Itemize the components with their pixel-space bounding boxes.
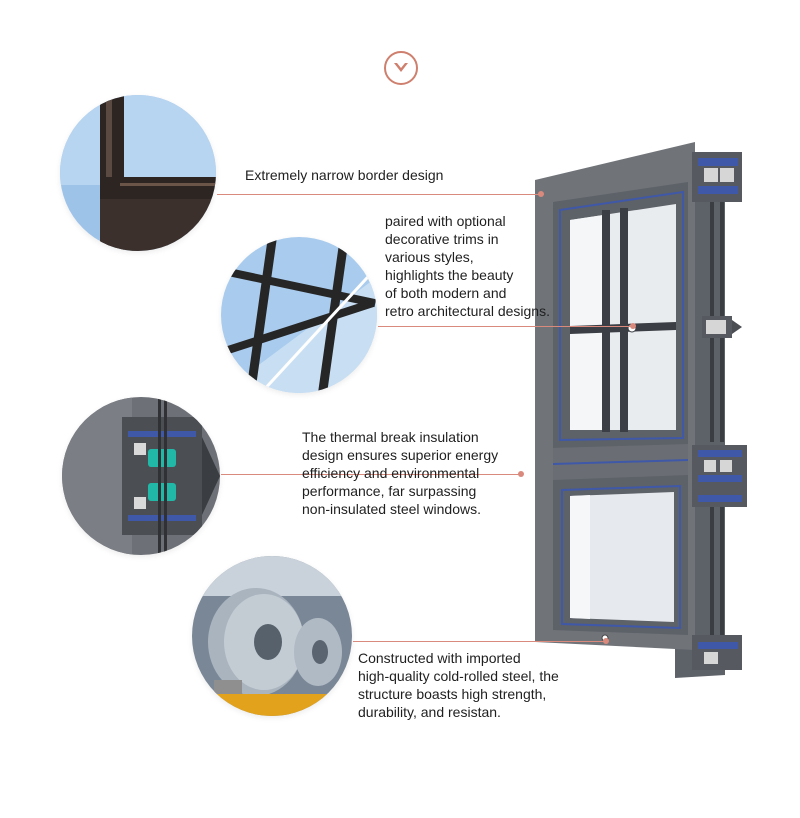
- leader-dot: [518, 471, 524, 477]
- feature-text-line: durability, and resistan.: [358, 704, 501, 720]
- feature-circle-decorative-trims: [221, 237, 377, 393]
- feature-text-line: retro architectural designs.: [385, 303, 550, 319]
- profile-section-bottom: [692, 635, 742, 670]
- feature-text-cold-rolled-steel: Constructed with imported high-quality c…: [358, 649, 559, 721]
- feature-text-line: paired with optional: [385, 213, 506, 229]
- feature-text-line: non-insulated steel windows.: [302, 501, 481, 517]
- steel-coil-icon: [192, 556, 352, 716]
- profile-section-middle: [702, 316, 742, 338]
- leader-line-decorative-trims: [378, 326, 634, 327]
- leader-dot: [603, 638, 609, 644]
- leader-dot: [630, 323, 636, 329]
- feature-text-line: structure boasts high strength,: [358, 686, 547, 702]
- leader-line-thermal-break: [221, 474, 521, 475]
- feature-text-line: performance, far surpassing: [302, 483, 477, 499]
- chevron-down-icon: [394, 63, 408, 72]
- thermal-break-profile-icon: [62, 397, 220, 555]
- window-grid-trim-icon: [221, 237, 377, 393]
- feature-text-line: of both modern and: [385, 285, 507, 301]
- feature-text-decorative-trims: paired with optional decorative trims in…: [385, 212, 550, 320]
- feature-text-narrow-border: Extremely narrow border design: [245, 166, 443, 184]
- feature-text-line: design ensures superior energy: [302, 447, 499, 463]
- feature-text-line: highlights the beauty: [385, 267, 514, 283]
- feature-circle-narrow-border: [60, 95, 216, 251]
- leader-line-cold-rolled-steel: [353, 641, 606, 642]
- feature-text-line: various styles,: [385, 249, 474, 265]
- scroll-down-badge[interactable]: [384, 51, 418, 85]
- profile-section-lower: [692, 445, 747, 507]
- feature-circle-cold-rolled-steel: [192, 556, 352, 716]
- leader-dot: [538, 191, 544, 197]
- profile-section-top: [692, 152, 742, 202]
- feature-text-line: efficiency and environmental: [302, 465, 480, 481]
- window-illustration: [535, 142, 747, 678]
- window-corner-icon: [60, 95, 216, 251]
- feature-circle-thermal-break: [62, 397, 220, 555]
- leader-line-narrow-border: [217, 194, 540, 195]
- feature-text-line: Constructed with imported: [358, 650, 521, 666]
- feature-text-line: Extremely narrow border design: [245, 167, 444, 183]
- feature-text-line: The thermal break insulation: [302, 429, 479, 445]
- feature-text-line: decorative trims in: [385, 231, 499, 247]
- feature-text-thermal-break: The thermal break insulation design ensu…: [302, 428, 498, 518]
- feature-text-line: high-quality cold-rolled steel, the: [358, 668, 559, 684]
